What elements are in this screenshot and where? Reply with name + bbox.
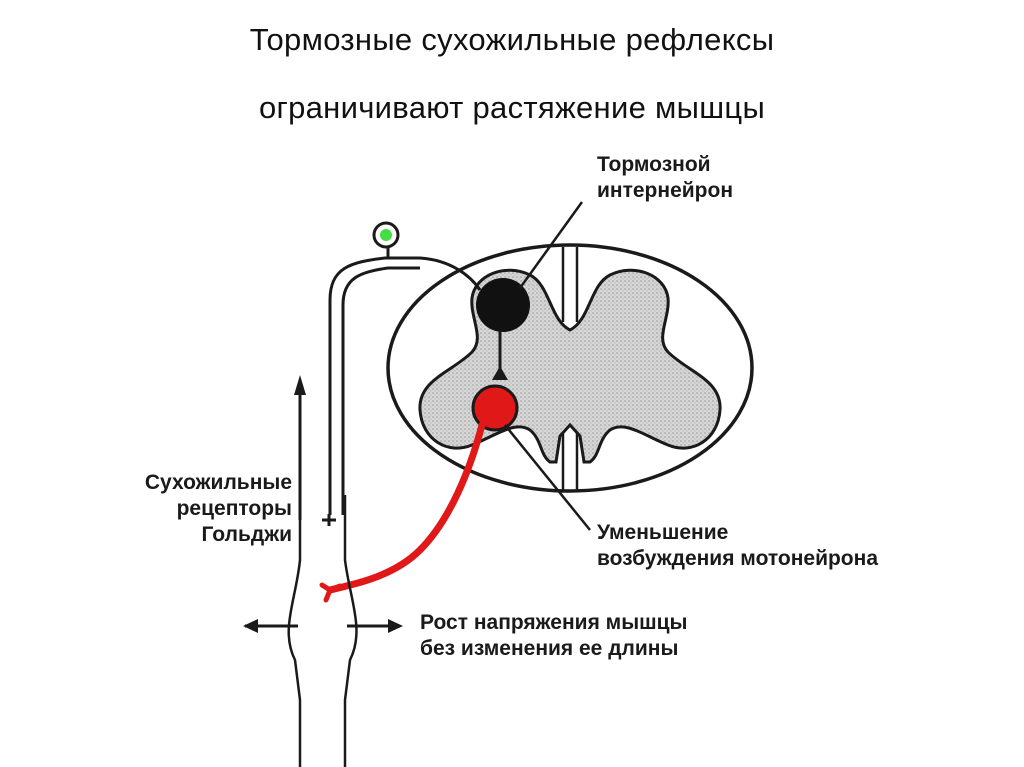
interneuron-label-pointer <box>518 201 584 289</box>
slide-title-line-2: ограничивают растяжение мышцы <box>258 90 766 125</box>
tension-arrow-right-icon <box>388 619 403 633</box>
tension-arrow-left-icon <box>243 619 258 633</box>
motor-neuron <box>471 384 519 432</box>
receptors-label: Сухожильные рецепторы Гольджи <box>100 470 292 548</box>
muscle-tension-label: Рост напряжения мышцы без изменения ее д… <box>420 610 687 662</box>
interneuron-label: Тормозной интернейрон <box>597 152 733 204</box>
inhibitory-interneuron <box>476 278 530 332</box>
afferent-fiber-outer <box>341 266 420 515</box>
muscle-left-contour <box>287 495 302 767</box>
motor-axon <box>326 421 486 594</box>
slide-title-line-1: Тормозные сухожильные рефлексы <box>249 22 775 57</box>
muscle-tension-label-line-1: Рост напряжения мышцы <box>420 611 688 634</box>
motoneuron-decrease-label: Уменьшение возбуждения мотонейрона <box>597 520 878 572</box>
receptors-label-line-3: Гольджи <box>201 523 292 546</box>
interneuron-label-line-1: Тормозной <box>597 153 711 176</box>
interneuron-label-line-2: интернейрон <box>597 179 733 202</box>
receptors-label-line-2: рецепторы <box>176 497 292 520</box>
motoneuron-decrease-label-line-2: возбуждения мотонейрона <box>597 547 878 570</box>
golgi-receptor-icon <box>322 514 336 526</box>
receptors-label-line-1: Сухожильные <box>144 471 292 494</box>
motoneuron-decrease-label-line-1: Уменьшение <box>597 521 729 544</box>
inhibitory-synapse-icon <box>492 366 508 380</box>
decrease-label-pointer <box>504 424 591 531</box>
dorsal-median-sulcus <box>561 247 579 322</box>
afferent-fiber <box>328 256 482 515</box>
sensory-ganglion-icon <box>380 229 392 241</box>
afferent-direction-arrow-icon <box>294 375 306 395</box>
ventral-median-fissure <box>561 430 579 492</box>
muscle-right-contour <box>343 495 358 767</box>
motor-end-plate-icon <box>319 582 343 603</box>
muscle-tension-label-line-2: без изменения ее длины <box>420 637 679 660</box>
